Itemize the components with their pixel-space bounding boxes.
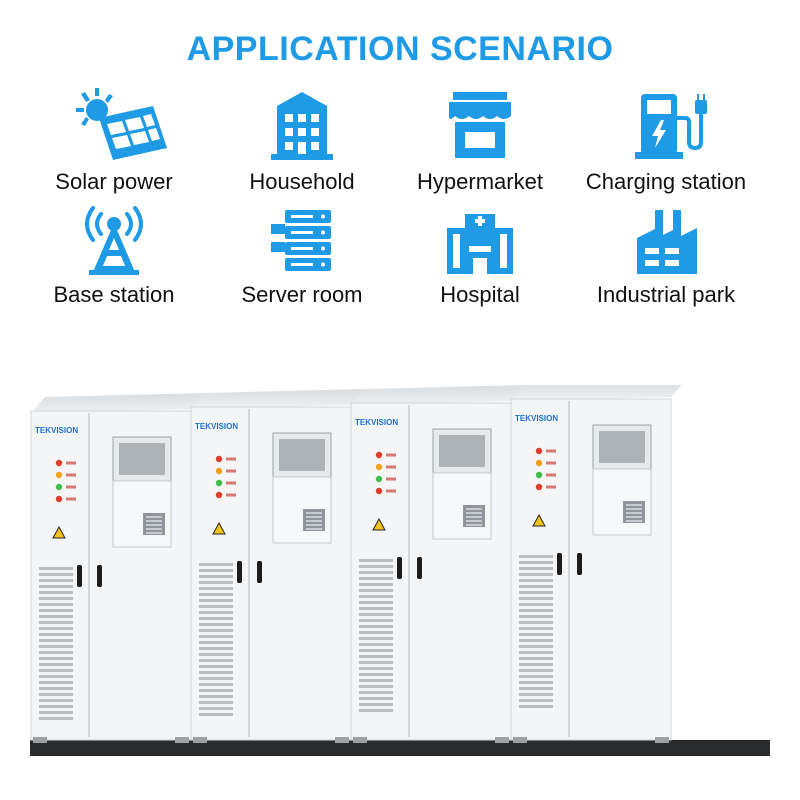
door-handle (97, 565, 102, 587)
scenario-base-station: Base station (14, 206, 214, 308)
indicator-light (535, 483, 543, 491)
warning-icon (532, 513, 546, 527)
scenario-household: Household (202, 88, 402, 195)
display-screen (279, 439, 325, 471)
brand-logo-text: TEKVISION (515, 414, 558, 423)
scenario-label: Solar power (55, 169, 173, 194)
door-handle (557, 553, 562, 575)
display-screen (119, 443, 165, 475)
radio-tower-icon (85, 206, 143, 275)
indicator-light (55, 483, 63, 491)
indicator-light (375, 475, 383, 483)
brand-logo-text: TEKVISION (35, 426, 78, 435)
indicator-light (215, 467, 223, 475)
page-title: APPLICATION SCENARIO (186, 30, 614, 68)
door-handle (577, 553, 582, 575)
battery-cabinet: TEKVISION (190, 389, 365, 743)
indicator-light (215, 455, 223, 463)
door-handle (257, 561, 262, 583)
scenario-hypermarket: Hypermarket (380, 88, 580, 195)
cabinet-base (30, 740, 770, 756)
indicator-light (535, 447, 543, 455)
scenario-label: Hospital (440, 282, 520, 307)
scenario-label: Server room (241, 282, 363, 307)
battery-cabinet: TEKVISION (350, 385, 525, 743)
battery-cabinet: TEKVISION (510, 385, 682, 743)
scenario-label: Charging station (585, 169, 747, 194)
indicator-light (375, 451, 383, 459)
door-handle (397, 557, 402, 579)
indicator-light (55, 495, 63, 503)
indicator-light (55, 471, 63, 479)
scenario-label: Industrial park (596, 282, 736, 307)
indicator-light (535, 471, 543, 479)
battery-cabinet-row-image: TEKVISION TEKVISION TEKVISION TEKVISION (30, 385, 770, 756)
scenario-industrial-park: Industrial park (566, 206, 766, 308)
display-screen (439, 435, 485, 467)
indicator-light (535, 459, 543, 467)
server-rack-icon (271, 210, 331, 271)
factory-icon (637, 210, 697, 274)
warning-icon (372, 517, 386, 531)
battery-cabinet: TEKVISION (30, 393, 205, 743)
scenario-solar-power: Solar power (14, 88, 214, 195)
door-handle (77, 565, 82, 587)
indicator-light (215, 479, 223, 487)
hospital-icon (447, 214, 513, 274)
display-screen (599, 431, 645, 463)
scenario-charging-station: Charging station (566, 88, 766, 195)
brand-logo-text: TEKVISION (355, 418, 398, 427)
brand-logo-text: TEKVISION (195, 422, 238, 431)
store-icon (449, 92, 511, 158)
building-icon (271, 92, 333, 160)
door-handle (237, 561, 242, 583)
door-handle (417, 557, 422, 579)
warning-icon (52, 525, 66, 539)
indicator-light (375, 487, 383, 495)
indicator-light (375, 463, 383, 471)
scenario-label: Household (249, 169, 355, 194)
scenario-hospital: Hospital (380, 206, 580, 308)
scenario-label: Hypermarket (417, 169, 543, 194)
warning-icon (212, 521, 226, 535)
scenario-label: Base station (53, 282, 175, 307)
indicator-light (215, 491, 223, 499)
solar-panel-icon (76, 88, 167, 160)
scenario-server-room: Server room (202, 206, 402, 308)
indicator-light (55, 459, 63, 467)
ev-charger-icon (635, 94, 707, 159)
